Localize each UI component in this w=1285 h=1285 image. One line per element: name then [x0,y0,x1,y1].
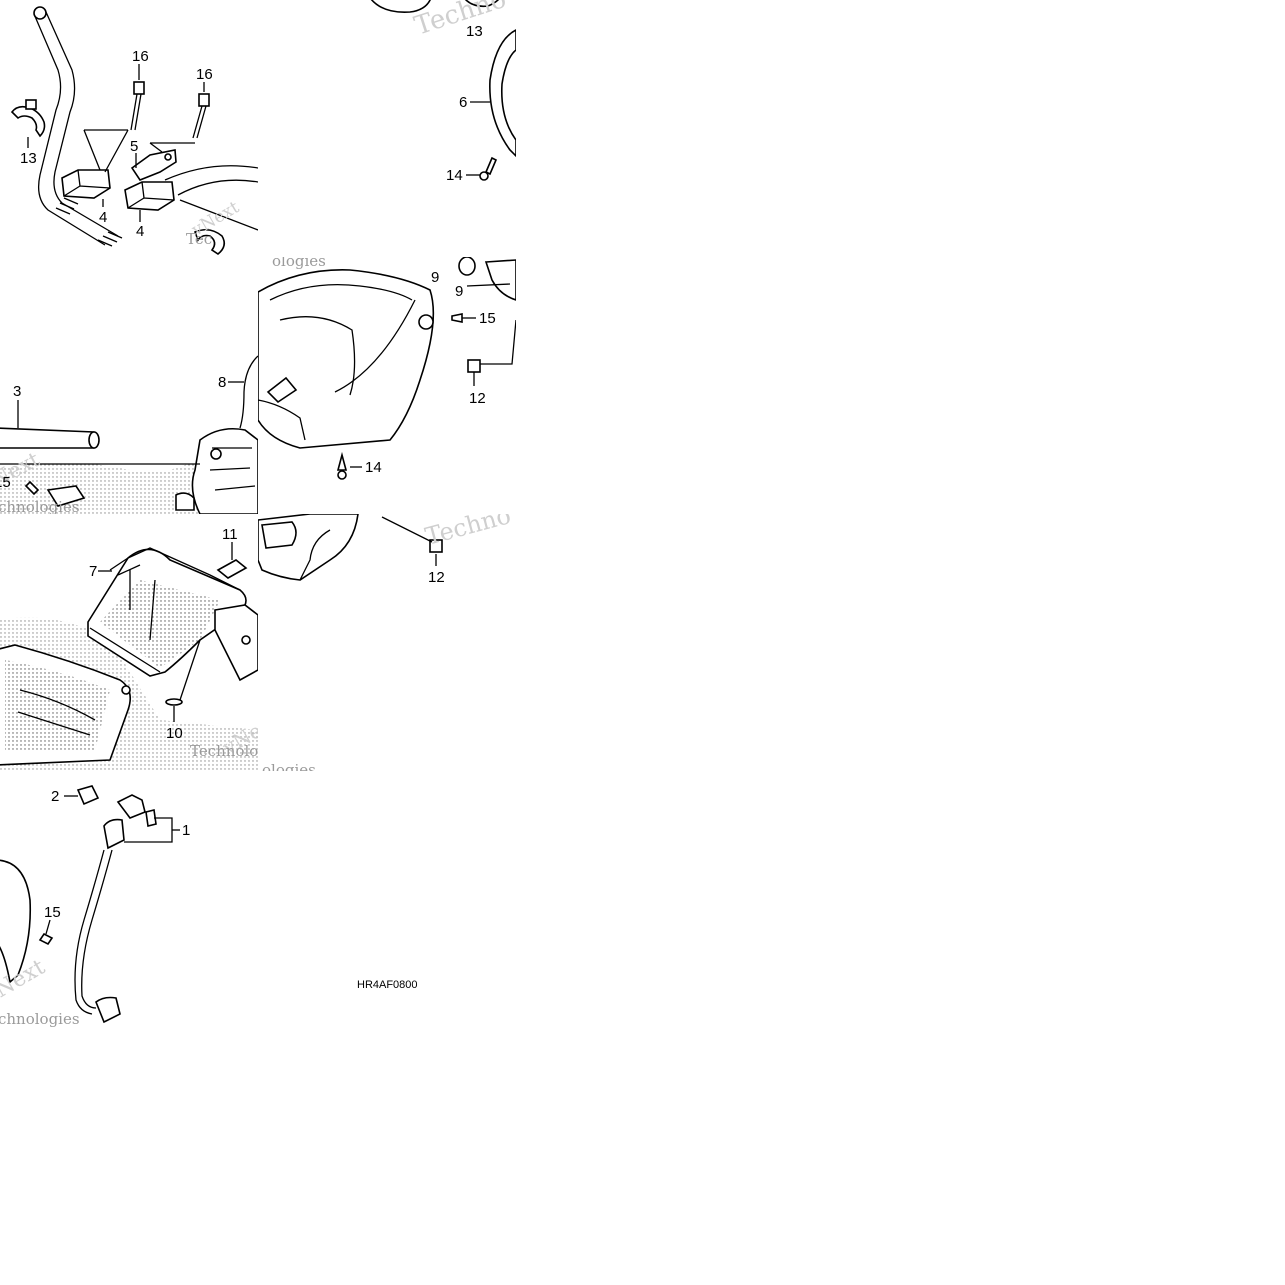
watermark-text: Techno [422,501,513,551]
part-4-holder-right [124,181,175,222]
fr-arrow: FR. [258,187,314,223]
part-4-holder-left [61,169,111,207]
part-2-switch [64,785,100,806]
callout-14: 14 [365,459,382,476]
callout-6: 6 [459,94,467,111]
part-9-grommets [458,257,516,301]
callout-13: 13 [20,150,37,167]
part-15-screw-cover [451,313,476,323]
tile-inner-panel: vNext Technologies [0,542,289,771]
watermark-text: chnologies [0,498,80,516]
tile-headlight-cover: ologies [258,252,516,480]
watermark-text: Tec [186,230,212,248]
part-11-clip [216,542,248,579]
part-6-grip-cover [489,29,516,158]
callout-10: 10 [166,725,183,742]
part-8-cable [228,355,258,429]
callout-12: 12 [428,569,445,586]
part-14-clip [479,156,498,181]
headlight-cover [258,269,435,449]
callout-1: 1 [182,822,190,839]
lower-panel-area [0,427,258,514]
callout-5: 5 [130,138,138,155]
part-10-ring [165,639,201,722]
fr-label: FR. [290,187,314,204]
callout-7: 7 [89,563,97,580]
harness-cable [74,849,121,1024]
part-15-screw-lower [38,919,54,946]
part-12-bolt [467,319,516,386]
watermark-text: Technologies [190,742,289,760]
part-13-clamp-lower [193,228,226,255]
callout-4: 4 [99,209,107,226]
part-12-bolt-lower [381,516,443,566]
callout-13: 13 [466,23,483,40]
callout-2: 2 [51,788,59,805]
part-1-switch-assembly [103,794,180,850]
tile-crossbar: Next chnologies [0,355,258,516]
callout-15: 15 [44,904,61,921]
callout-9: 9 [455,283,463,300]
tile-bracket: Techno ologies [258,501,514,779]
part-15-screw [24,480,40,496]
watermark-text: chnologies [0,1010,80,1028]
watermark-text: ologies [262,761,316,779]
callout-15: 15 [479,310,496,327]
right-bracket [214,604,258,682]
part-16-bolts [83,64,210,173]
drawing-code: HR4AF0800 [357,979,418,991]
callout-9: 9 [431,269,439,286]
callout-15: 15 [0,474,11,491]
watermark-text: ologies [272,252,326,270]
part-14-clip-lower [336,451,362,480]
part-13-cable-clamp [10,99,46,148]
callout-3: 3 [13,383,21,400]
tile-handlebar: FR. vNext Tec [10,6,314,255]
handlebar [33,6,258,247]
callout-8: 8 [218,374,226,391]
callout-12: 12 [469,390,486,407]
tile-grip: Techno [370,0,516,181]
callout-16: 16 [132,48,149,65]
part-5-bracket [130,149,177,181]
part-3-crossbar [0,400,100,449]
tile-switch-harness: Next chnologies [0,785,180,1028]
lower-panel [0,644,131,766]
callout-4: 4 [136,223,144,240]
callout-16: 16 [196,66,213,83]
callout-14: 14 [446,167,463,184]
side-fairing [0,859,32,984]
part-7-inner-cover [87,547,247,677]
callout-11: 11 [222,526,238,543]
